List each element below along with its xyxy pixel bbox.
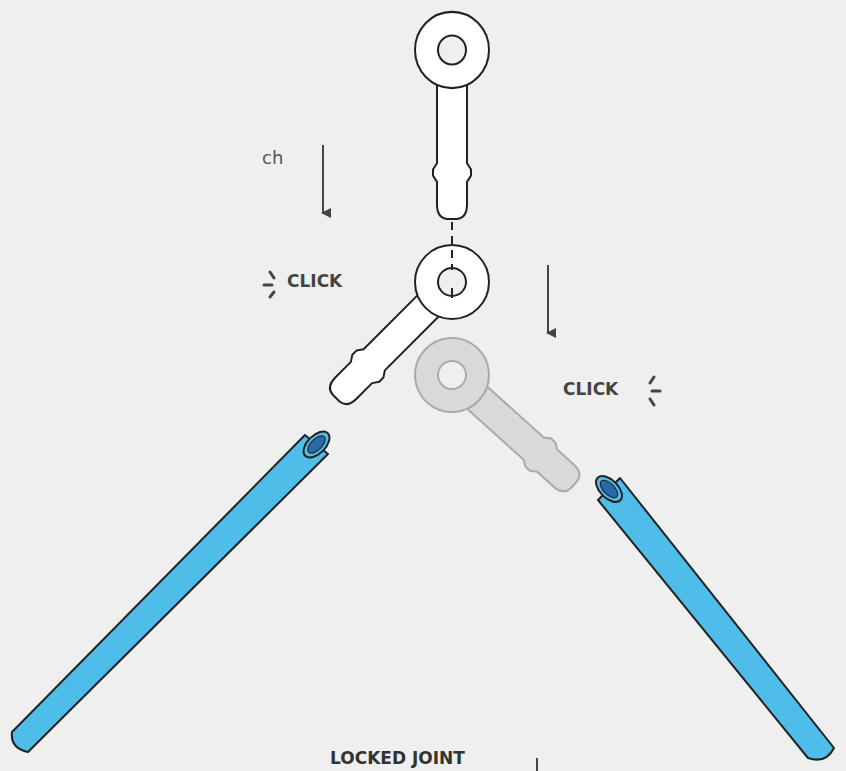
cut-off-text: ch: [262, 147, 283, 169]
alignment-line: [451, 222, 453, 270]
click-label: CLICK: [287, 271, 342, 291]
top-connector: [415, 12, 489, 219]
right-tube: [591, 471, 834, 759]
caption-label: LOCKED JOINT: [330, 748, 465, 768]
pin-mark: [451, 288, 453, 298]
click-spark: [264, 272, 274, 297]
click-label: CLICK: [563, 379, 618, 399]
click-spark: [650, 377, 660, 405]
tick-line: [536, 758, 538, 771]
white-connector: [310, 230, 504, 424]
down-arrow: [322, 145, 324, 213]
grey-connector: [400, 323, 599, 512]
down-arrow: [547, 265, 549, 333]
left-tube: [12, 427, 334, 752]
